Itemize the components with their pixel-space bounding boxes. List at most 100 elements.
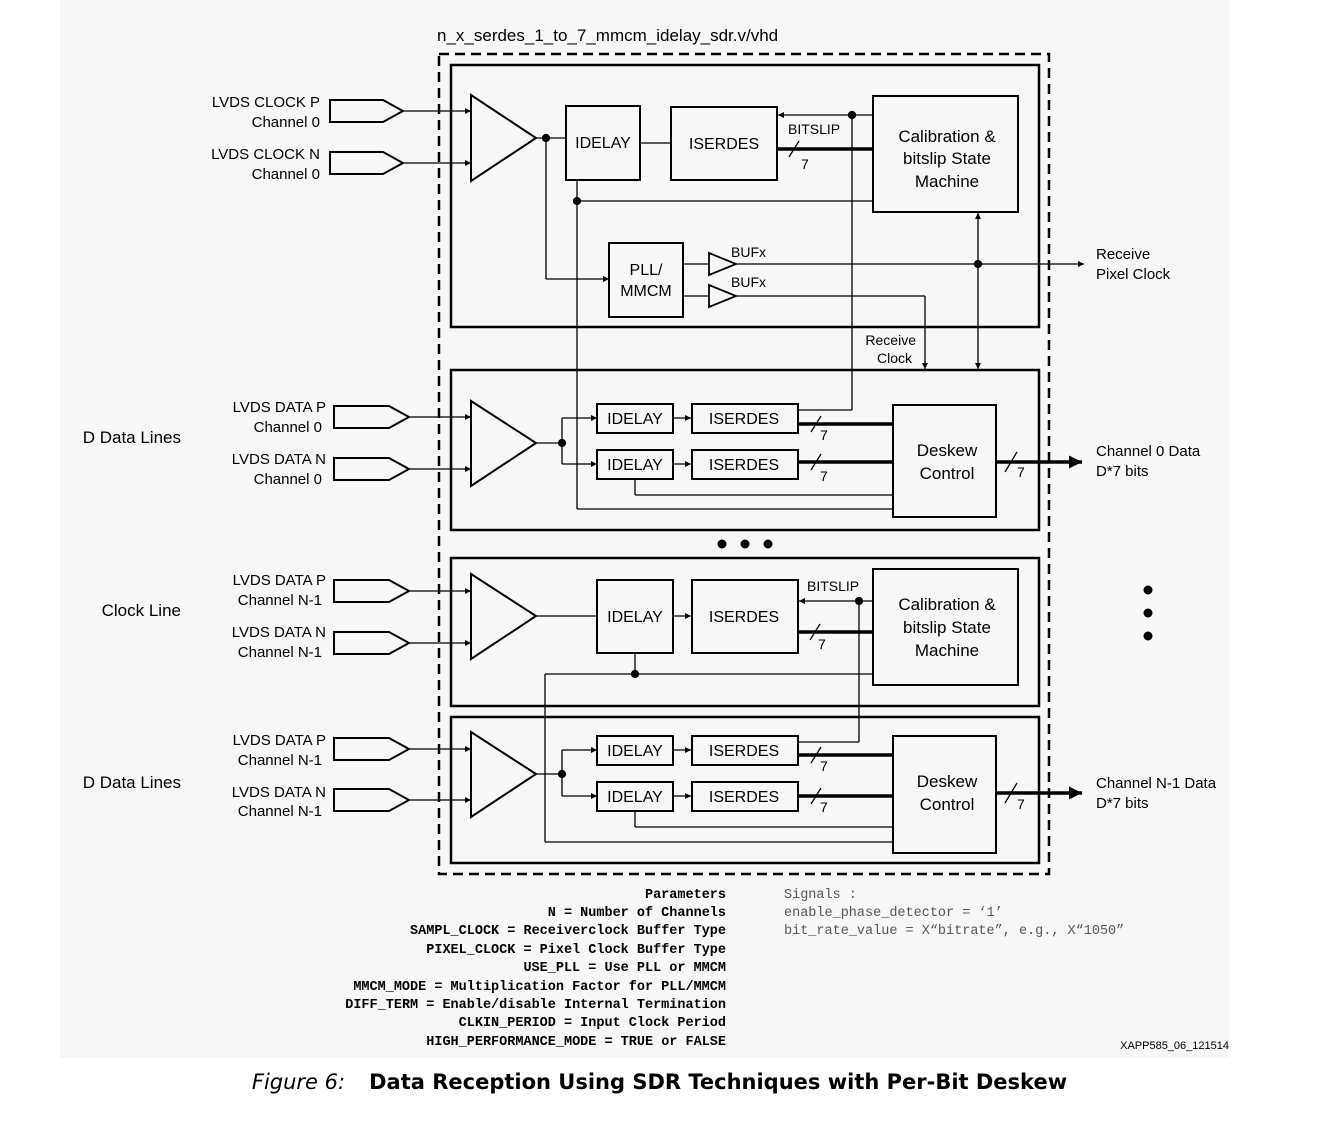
deskew-label-n1-2: Control [920, 795, 975, 814]
calibration-n1-label-3: Machine [915, 641, 979, 660]
signal-line: bit_rate_value = X“bitrate”, e.g., X“105… [784, 924, 1124, 939]
deskew-label-0-2: Control [920, 464, 975, 483]
calibration-n1-label-2: bitslip State [903, 618, 991, 637]
parameter-line: SAMPL_CLOCK = Receiverclock Buffer Type [410, 924, 726, 939]
clock-block-frame [449, 63, 1041, 329]
output-label-channel-0: Channel 0 Data [1096, 443, 1201, 460]
calibration-state-machine-n1 [872, 568, 1019, 686]
signal-line: Signals : [784, 888, 857, 903]
input-label-clock-p: LVDS CLOCK P [212, 94, 320, 111]
parameter-line: USE_PLL = Use PLL or MMCM [523, 961, 726, 976]
bufx-receive-clock [708, 283, 739, 309]
idelay-label-clk-n1: IDELAY [607, 609, 663, 626]
bus-width-label: 7 [1017, 796, 1025, 812]
input-connector-clk-p-n1 [333, 579, 412, 603]
clock-block-n1-frame [449, 556, 1041, 708]
bus-width-label: 7 [801, 156, 809, 172]
parameter-line: Parameters [645, 888, 726, 903]
parameter-line: PIXEL_CLOCK = Pixel Clock Buffer Type [426, 943, 726, 958]
idelay-label-n1a: IDELAY [607, 743, 663, 760]
figure-number: Figure 6: [251, 1070, 346, 1094]
calibration-label-2: bitslip State [903, 149, 991, 168]
input-channel-clock-n: Channel 0 [252, 166, 320, 183]
bufx-pixel-clock [708, 251, 739, 277]
bus-width-label: 7 [820, 799, 828, 815]
deskew-label-0-1: Deskew [917, 441, 978, 460]
receive-clock-label-2: Clock [877, 350, 913, 366]
clock-input-block: LVDS CLOCK P Channel 0 LVDS CLOCK N Chan… [211, 63, 1171, 509]
iserdes-block [670, 106, 778, 181]
input-channel-clock-p: Channel 0 [252, 114, 320, 131]
iserdes-label-n1b: ISERDES [709, 789, 779, 806]
iserdes-block-n1a [691, 735, 799, 766]
bufx-label-1: BUFx [731, 244, 766, 260]
input-label-clk-p-n1: LVDS DATA P [233, 572, 326, 589]
figure-title: Data Reception Using SDR Techniques with… [369, 1070, 1068, 1094]
input-label-clk-n-n1: LVDS DATA N [232, 624, 326, 641]
receive-pixel-clock-label-2: Pixel Clock [1096, 266, 1171, 283]
signal-line: enable_phase_detector = ‘1’ [784, 906, 1003, 921]
data-input-buffer-0 [470, 399, 538, 488]
data-input-buffer-n1 [470, 730, 538, 819]
pll-mmcm-block [608, 242, 684, 318]
input-connector-data-p-n1 [333, 737, 412, 761]
input-channel-data-p-0: Channel 0 [254, 419, 322, 436]
input-channel-clk-p-n1: Channel N-1 [238, 592, 322, 609]
calibration-n1-label-1: Calibration & [898, 595, 996, 614]
module-boundary [437, 52, 1051, 876]
side-label-d-data-lines-0: D Data Lines [83, 428, 181, 447]
receive-pixel-clock-label-1: Receive [1096, 246, 1150, 263]
deskew-control-0 [892, 404, 997, 518]
iserdes-block-0b [691, 449, 799, 480]
calibration-label-3: Machine [915, 172, 979, 191]
iserdes-label-0a: ISERDES [709, 411, 779, 428]
clock-input-buffer [470, 93, 538, 183]
data-channel-0-block: D Data Lines LVDS DATA P Channel 0 LVDS … [83, 368, 1201, 532]
clock-input-buffer-n1 [470, 572, 538, 661]
input-label-data-n-0: LVDS DATA N [232, 451, 326, 468]
input-label-data-p-n1: LVDS DATA P [233, 732, 326, 749]
side-label-d-data-lines-n1: D Data Lines [83, 773, 181, 792]
input-connector-data-n-0 [333, 457, 412, 481]
side-label-clock-line: Clock Line [102, 601, 181, 620]
idelay-label: IDELAY [575, 135, 631, 152]
bus-width-label: 7 [820, 427, 828, 443]
input-label-data-p-0: LVDS DATA P [233, 399, 326, 416]
idelay-label-n1b: IDELAY [607, 789, 663, 806]
iserdes-label: ISERDES [689, 136, 759, 153]
bus-width-label: 7 [818, 636, 826, 652]
iserdes-label-0b: ISERDES [709, 457, 779, 474]
data-channel-n1-block: D Data Lines LVDS DATA P Channel N-1 LVD… [83, 715, 1217, 865]
parameter-line: HIGH_PERFORMANCE_MODE = TRUE or FALSE [426, 1035, 726, 1050]
serdes-block-diagram: n_x_serdes_1_to_7_mmcm_idelay_sdr.v/vhd … [83, 26, 1229, 1052]
signals-list: Signals : enable_phase_detector = ‘1’ bi… [784, 888, 1124, 939]
file-label: n_x_serdes_1_to_7_mmcm_idelay_sdr.v/vhd [437, 26, 778, 45]
parameter-line: DIFF_TERM = Enable/disable Internal Term… [345, 998, 726, 1013]
output-bits-channel-n1: D*7 bits [1096, 795, 1149, 812]
data-block-0-frame [449, 368, 1041, 532]
receive-clock-label-1: Receive [865, 332, 916, 348]
input-connector-clock-p [329, 99, 406, 123]
input-channel-data-n-0: Channel 0 [254, 471, 322, 488]
input-connector-data-n-n1 [333, 788, 412, 812]
input-channel-data-n-n1: Channel N-1 [238, 803, 322, 820]
iserdes-label-n1a: ISERDES [709, 743, 779, 760]
ellipsis-dots [717, 539, 1153, 641]
bus-width-label: 7 [820, 468, 828, 484]
clock-line-channel-n1-block: Clock Line LVDS DATA P Channel N-1 LVDS … [102, 556, 1041, 842]
pll-label-2: MMCM [620, 283, 672, 300]
iserdes-block-clk-n1 [691, 579, 799, 654]
bus-width-label: 7 [1017, 464, 1025, 480]
iserdes-label-clk-n1: ISERDES [709, 609, 779, 626]
data-block-n1-frame [449, 715, 1041, 865]
figure-caption: Figure 6: Data Reception Using SDR Techni… [0, 1070, 1319, 1094]
idelay-label-0a: IDELAY [607, 411, 663, 428]
iserdes-block-0a [691, 403, 799, 434]
bitslip-label-n1: BITSLIP [807, 578, 859, 594]
idelay-label-0b: IDELAY [607, 457, 663, 474]
output-bits-channel-0: D*7 bits [1096, 463, 1149, 480]
bufx-label-2: BUFx [731, 274, 766, 290]
parameter-line: MMCM_MODE = Multiplication Factor for PL… [353, 980, 726, 995]
input-connector-data-p-0 [333, 405, 412, 429]
input-channel-data-p-n1: Channel N-1 [238, 752, 322, 769]
